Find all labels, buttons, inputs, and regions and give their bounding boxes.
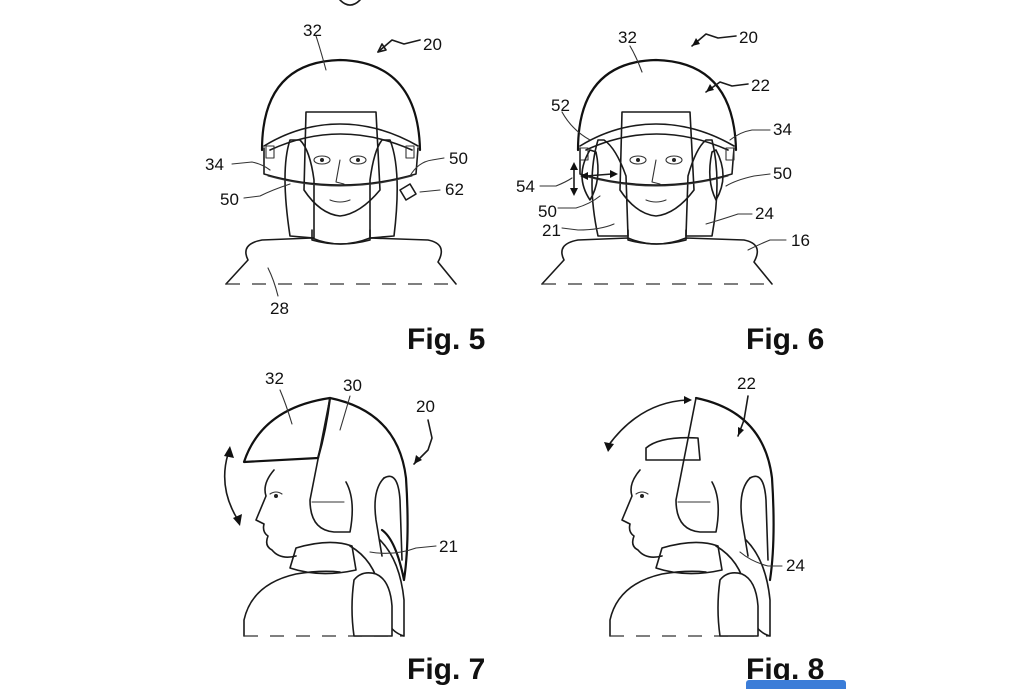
fig6-label-16: 16 [791, 231, 810, 250]
fig5-collar [311, 229, 371, 245]
fig6-label-22: 22 [751, 76, 770, 95]
fig5-right-pad [369, 139, 398, 239]
fig7-label-20: 20 [416, 397, 435, 416]
fig7-face [255, 469, 297, 558]
fig5-visor [263, 147, 419, 186]
fig5-label-62: 62 [445, 180, 464, 199]
fig5-caption: Fig. 5 [407, 323, 485, 356]
fig8-drawing [604, 395, 783, 637]
fig5-drawing [225, 35, 457, 297]
fig7-collar [289, 541, 357, 575]
fig6-label-34: 34 [773, 120, 792, 139]
fig6-face [619, 111, 695, 217]
fig6-label-24: 24 [755, 204, 774, 223]
fig6-caption: Fig. 6 [746, 323, 824, 356]
fig7-label-21: 21 [439, 537, 458, 556]
fig5-shoulders [225, 237, 457, 285]
fig5-label-50-left: 50 [220, 190, 239, 209]
fig6-left-pad [591, 139, 629, 237]
fig5-label-20: 20 [423, 35, 442, 54]
fig8-label-24: 24 [786, 556, 805, 575]
fig5-label-32: 32 [303, 21, 322, 40]
fig6-shoulders [541, 237, 773, 285]
fig8-torso [609, 570, 707, 637]
fig5-label-50-right: 50 [449, 149, 468, 168]
fig5-face [303, 111, 381, 217]
fig5-left-pad [284, 139, 315, 239]
fig5-label-28: 28 [270, 299, 289, 318]
fig6-label-50-right: 50 [773, 164, 792, 183]
fig5-label-34: 34 [205, 155, 224, 174]
fig5-shell [260, 58, 422, 152]
fig6-label-52: 52 [551, 96, 570, 115]
fig7-torso [243, 570, 341, 637]
fig7-label-30: 30 [343, 376, 362, 395]
fig8-rotation-arrow [607, 399, 689, 447]
fig6-shell [576, 58, 738, 152]
fig6-label-20: 20 [739, 28, 758, 47]
fig7-label-32: 32 [265, 369, 284, 388]
fig7-rear-shell [328, 396, 409, 582]
fig7-drawing [223, 389, 437, 637]
fig6-label-21: 21 [542, 221, 561, 240]
fig6-label-32: 32 [618, 28, 637, 47]
fig6-label-54: 54 [516, 177, 535, 196]
top-fragment [339, 0, 361, 6]
fig7-rotation-arrow [223, 453, 239, 521]
fig8-shell [694, 396, 775, 582]
overlay-button[interactable] [746, 680, 846, 689]
fig6-right-pad [685, 139, 718, 237]
fig7-caption: Fig. 7 [407, 653, 485, 686]
fig8-face [621, 469, 663, 558]
fig8-headband [645, 436, 701, 461]
fig6-horizontal-arrow [585, 173, 613, 177]
fig6-label-50-left: 50 [538, 202, 557, 221]
fig8-label-22: 22 [737, 374, 756, 393]
fig6-drawing [539, 33, 787, 285]
